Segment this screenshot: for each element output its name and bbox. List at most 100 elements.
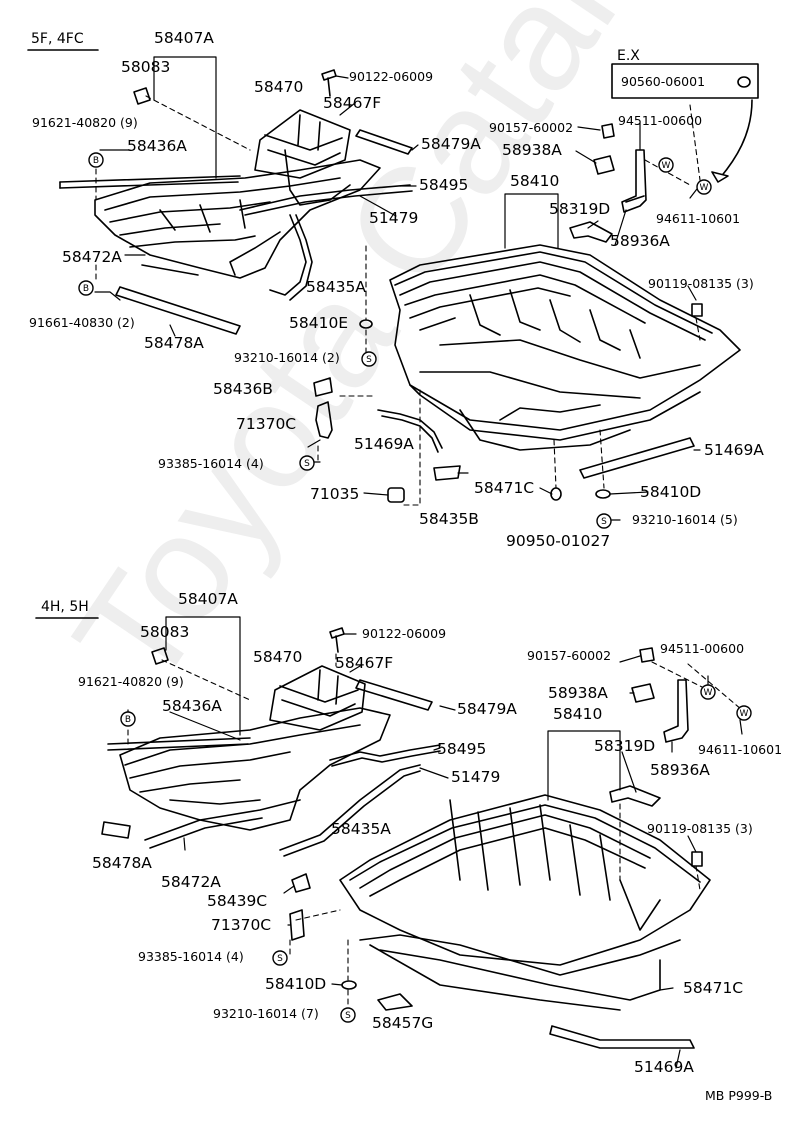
top-58479A-strip: [355, 129, 413, 155]
part-label-58439C-bottom[interactable]: 58439C: [207, 892, 268, 910]
bottom-51469A-strip: [549, 1025, 695, 1049]
bottom-58495-wire: [329, 744, 441, 761]
top-front-floor-pan: [59, 109, 381, 279]
bottom-90122-clip-icon: [329, 627, 345, 653]
svg-text:B: B: [93, 156, 99, 166]
svg-text:B: B: [83, 284, 89, 294]
svg-text:W: W: [740, 709, 749, 719]
part-label-58436B[interactable]: 58436B: [213, 380, 273, 398]
drawing-code: MB P999-B: [705, 1088, 773, 1103]
part-label-93385-16014-bottom[interactable]: 93385-16014 (4): [138, 949, 244, 964]
part-label-58467F[interactable]: 58467F: [323, 94, 382, 112]
part-label-90122-06009-bottom[interactable]: 90122-06009: [362, 626, 447, 641]
part-label-71035[interactable]: 71035: [310, 485, 360, 503]
top-58936A-bracket: [621, 149, 647, 213]
top-58410E-grommet: [359, 319, 373, 329]
bottom-rear-floor-pan: [339, 794, 711, 1011]
part-label-58410-bottom[interactable]: 58410: [553, 705, 603, 723]
bottom-washer-symbol-icon-2: [736, 705, 752, 721]
bottom-58478A-strip: [101, 821, 131, 839]
part-label-51469A-left[interactable]: 51469A: [354, 435, 414, 453]
part-label-58479A[interactable]: 58479A: [421, 135, 481, 153]
bottom-dashed-leaders: [127, 653, 743, 1011]
part-label-51479-bottom[interactable]: 51479: [451, 768, 501, 786]
svg-text:S: S: [304, 459, 310, 469]
part-label-93210-16014-5[interactable]: 93210-16014 (5): [632, 512, 738, 527]
top-58410D-grommet: [595, 489, 611, 499]
part-label-58083-bottom[interactable]: 58083: [140, 623, 190, 641]
part-label-91621-40820[interactable]: 91621-40820 (9): [32, 115, 138, 130]
part-label-71370C-bottom[interactable]: 71370C: [211, 916, 272, 934]
part-label-58495[interactable]: 58495: [419, 176, 469, 194]
part-label-58936A-bottom[interactable]: 58936A: [650, 761, 710, 779]
part-label-58435B[interactable]: 58435B: [419, 510, 479, 528]
part-label-90560-06001[interactable]: 90560-06001: [621, 74, 706, 89]
part-label-94511-00600-bottom[interactable]: 94511-00600: [660, 641, 745, 656]
top-90157-bolt-icon: [601, 123, 615, 139]
part-label-94611-10601[interactable]: 94611-10601: [656, 211, 741, 226]
part-label-58938A-bottom[interactable]: 58938A: [548, 684, 608, 702]
ex-title: E.X: [617, 48, 640, 64]
part-label-58467F-bottom[interactable]: 58467F: [335, 654, 394, 672]
part-label-90119-08135-bottom[interactable]: 90119-08135 (3): [647, 821, 753, 836]
part-label-58319D-bottom[interactable]: 58319D: [594, 737, 656, 755]
part-label-58938A[interactable]: 58938A: [502, 141, 562, 159]
part-label-58410D[interactable]: 58410D: [640, 483, 702, 501]
part-label-94611-10601-bottom[interactable]: 94611-10601: [698, 742, 783, 757]
part-label-58435A[interactable]: 58435A: [306, 278, 366, 296]
part-label-58472A-bottom[interactable]: 58472A: [161, 873, 221, 891]
part-label-58471C-bottom[interactable]: 58471C: [683, 979, 744, 997]
top-screw-symbol-icon-3: [596, 513, 612, 529]
bottom-90157-bolt-icon: [639, 647, 655, 663]
part-label-58410D-bottom[interactable]: 58410D: [265, 975, 327, 993]
part-label-58470-bottom[interactable]: 58470: [253, 648, 303, 666]
part-label-58410[interactable]: 58410: [510, 172, 560, 190]
part-label-58436A-bottom[interactable]: 58436A: [162, 697, 222, 715]
part-label-58936A[interactable]: 58936A: [610, 232, 670, 250]
part-label-58407A-bottom[interactable]: 58407A: [178, 590, 238, 608]
ex-inset-box: [611, 63, 759, 99]
bottom-51479-wire: [279, 764, 421, 851]
part-label-51469A-right[interactable]: 51469A: [704, 441, 764, 459]
part-label-58479A-bottom[interactable]: 58479A: [457, 700, 517, 718]
part-label-58436A[interactable]: 58436A: [127, 137, 187, 155]
part-label-93210-16014-7[interactable]: 93210-16014 (7): [213, 1006, 319, 1021]
top-71035-pad: [387, 487, 405, 503]
part-label-94511-00600[interactable]: 94511-00600: [618, 113, 703, 128]
part-label-58472A[interactable]: 58472A: [62, 248, 122, 266]
part-label-58410E[interactable]: 58410E: [289, 314, 349, 332]
part-label-71370C[interactable]: 71370C: [236, 415, 297, 433]
part-label-90157-60002-bottom[interactable]: 90157-60002: [527, 648, 612, 663]
part-label-93385-16014[interactable]: 93385-16014 (4): [158, 456, 264, 471]
part-label-51479[interactable]: 51479: [369, 209, 419, 227]
bottom-screw-symbol-icon-2: [340, 1007, 356, 1023]
svg-text:W: W: [704, 688, 713, 698]
part-label-90122-06009[interactable]: 90122-06009: [349, 69, 434, 84]
svg-text:S: S: [277, 954, 283, 964]
part-label-91621-40820-bottom[interactable]: 91621-40820 (9): [78, 674, 184, 689]
part-label-90157-60002[interactable]: 90157-60002: [489, 120, 574, 135]
part-label-58495-bottom[interactable]: 58495: [437, 740, 487, 758]
top-washer-symbol-icon: [658, 157, 674, 173]
part-label-58470[interactable]: 58470: [254, 78, 304, 96]
part-label-91661-40830[interactable]: 91661-40830 (2): [29, 315, 135, 330]
svg-text:W: W: [662, 161, 671, 171]
part-label-58083[interactable]: 58083: [121, 58, 171, 76]
top-screw-symbol-icon: [361, 351, 377, 367]
svg-text:S: S: [601, 517, 607, 527]
part-label-58435A-bottom[interactable]: 58435A: [331, 820, 391, 838]
part-label-58471C[interactable]: 58471C: [474, 479, 535, 497]
top-58435B-bracket: [433, 465, 461, 481]
part-label-58457G-bottom[interactable]: 58457G: [372, 1014, 434, 1032]
bottom-58457G-pad: [377, 993, 413, 1011]
part-label-90119-08135[interactable]: 90119-08135 (3): [648, 276, 754, 291]
part-label-58478A-bottom[interactable]: 58478A: [92, 854, 152, 872]
part-label-51469A-bottom[interactable]: 51469A: [634, 1058, 694, 1076]
top-bolt-symbol-icon: [88, 152, 104, 168]
bottom-58319D-strap: [609, 785, 661, 807]
part-label-58319D[interactable]: 58319D: [549, 200, 611, 218]
part-label-90950-01027[interactable]: 90950-01027: [506, 532, 611, 550]
part-label-93210-16014-2[interactable]: 93210-16014 (2): [234, 350, 340, 365]
part-label-58478A[interactable]: 58478A: [144, 334, 204, 352]
part-label-58407A[interactable]: 58407A: [154, 29, 214, 47]
